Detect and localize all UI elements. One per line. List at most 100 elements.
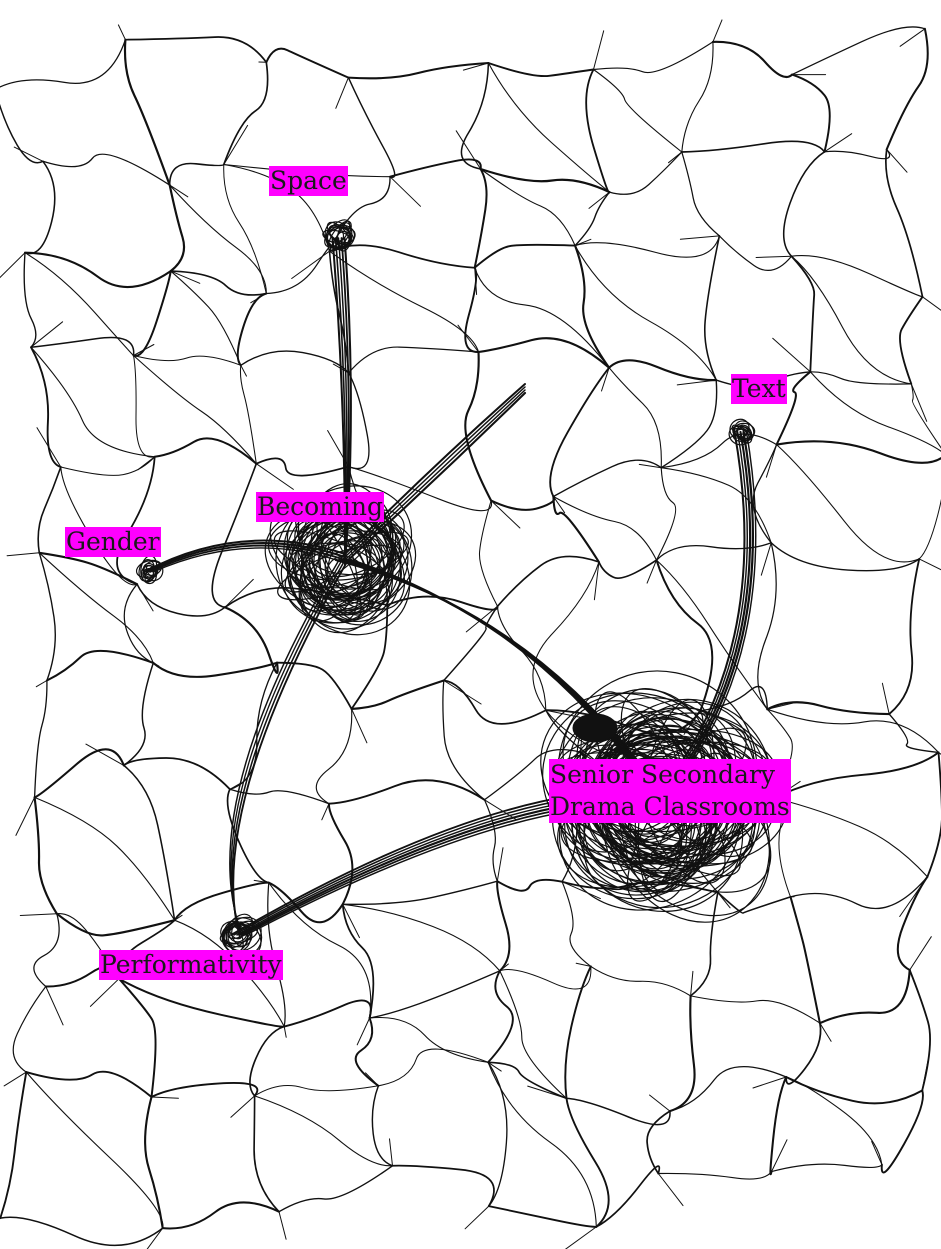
dendrite-line	[443, 681, 485, 800]
dendrite-line	[370, 971, 500, 1018]
dendrite-line	[825, 149, 890, 158]
dendrite-line	[266, 49, 348, 78]
dendrite-twig	[718, 893, 730, 908]
node-label-text: Text	[731, 374, 787, 404]
dendrite-twig	[357, 1018, 369, 1045]
dendrite-twig	[753, 1077, 786, 1088]
dendrite-line	[134, 271, 171, 356]
dendrite-twig	[231, 1096, 255, 1117]
dendrite-line	[0, 40, 125, 90]
dendrite-line	[691, 893, 718, 996]
dendrite-twig	[224, 125, 248, 164]
dendrite-line	[212, 464, 256, 608]
dendrite-line	[134, 356, 155, 458]
dendrite-line	[786, 1023, 820, 1084]
dendrite-line	[35, 749, 124, 797]
dendrite-line	[647, 1111, 670, 1173]
dendrite-twig	[772, 1140, 788, 1172]
dendrite-line	[266, 246, 330, 293]
dendrite-line	[489, 1206, 597, 1227]
dendrite-line	[0, 1217, 162, 1245]
dendrite-line	[475, 169, 487, 268]
dendrite-line	[657, 468, 676, 560]
dendrite-line	[792, 256, 815, 372]
dendrite-line	[155, 438, 257, 463]
dendrite-line	[786, 1077, 882, 1165]
dendrite-line	[791, 877, 928, 909]
dendrite-twig	[118, 25, 125, 40]
dendrite-line	[657, 560, 713, 711]
dendrite-line	[378, 1049, 488, 1086]
dendrite-line	[393, 1166, 495, 1206]
dendrite-line	[481, 169, 610, 192]
dendrite-line	[718, 893, 791, 914]
dendrite-twig	[46, 987, 63, 1025]
dendrite-line	[343, 904, 500, 971]
dendrite-twig	[766, 445, 776, 478]
dendrite-line	[35, 797, 175, 920]
dendrite-twig	[241, 365, 247, 376]
dendrite-twig	[594, 31, 604, 70]
dendrite-line	[348, 78, 394, 178]
dendrite-line	[485, 800, 498, 881]
dendrite-line	[43, 154, 170, 185]
dendrite-twig	[284, 1027, 286, 1038]
dendrite-line	[356, 1018, 379, 1086]
axon-bundles	[144, 238, 756, 938]
dendrite-line	[330, 245, 475, 267]
axon-becoming-performativity	[232, 560, 345, 935]
dendrite-twig	[37, 428, 61, 467]
dendrite-line	[444, 606, 498, 680]
dendrite-twig	[900, 29, 925, 47]
dendrite-twig	[138, 457, 155, 470]
dendrite-line	[594, 70, 682, 153]
dendrite-twig	[497, 848, 503, 882]
dendrite-line	[497, 880, 562, 891]
dendrite-twig	[456, 131, 480, 169]
dendrite-line	[791, 897, 820, 1023]
dendrite-line	[134, 356, 257, 464]
dendrite-twig	[4, 1072, 26, 1086]
dendrite-twig	[152, 1097, 179, 1098]
dendrite-line	[488, 63, 609, 192]
dendrite-line	[691, 996, 820, 1023]
dendrite-line	[497, 881, 509, 971]
dendrite-line	[550, 368, 609, 497]
dendrite-line	[889, 559, 919, 714]
dendrite-line	[171, 271, 267, 295]
dendrite-line	[13, 987, 46, 1073]
dendrite-line	[658, 1172, 771, 1179]
dendrite-line	[465, 268, 478, 352]
dendrite-twig	[882, 683, 889, 714]
dendrite-line	[170, 163, 224, 185]
dendrite-twig	[491, 501, 520, 528]
axon-becoming-upper	[345, 390, 525, 560]
axon-becoming-performativity	[230, 560, 339, 929]
dendrite-line	[565, 966, 591, 1098]
dendrite-line	[488, 63, 593, 76]
dendrite-twig	[923, 297, 941, 312]
dendrite-line	[682, 152, 720, 236]
dendrite-line	[792, 75, 830, 152]
dendrite-line	[24, 253, 36, 348]
dendrite-line	[390, 159, 481, 176]
dendrite-line	[0, 1072, 26, 1218]
dendrite-line	[329, 780, 485, 803]
dendrite-line	[26, 1072, 163, 1228]
dendrite-line	[255, 1085, 379, 1095]
dendrite-line	[124, 765, 175, 920]
dendrite-line	[153, 663, 277, 677]
dendrite-line	[0, 90, 43, 163]
dendrite-line	[670, 996, 695, 1111]
dendrite-twig	[390, 177, 421, 207]
dendrite-twig	[761, 543, 771, 575]
dendrite-line	[134, 356, 241, 366]
node-label-senior-line2: Drama Classrooms	[550, 791, 790, 823]
dendrite-twig	[336, 78, 349, 109]
dendrite-line	[254, 1096, 279, 1212]
dendrite-line	[610, 152, 682, 194]
dendrite-twig	[658, 1174, 683, 1206]
dendrite-line	[898, 877, 928, 970]
dendrite-line	[771, 543, 919, 571]
